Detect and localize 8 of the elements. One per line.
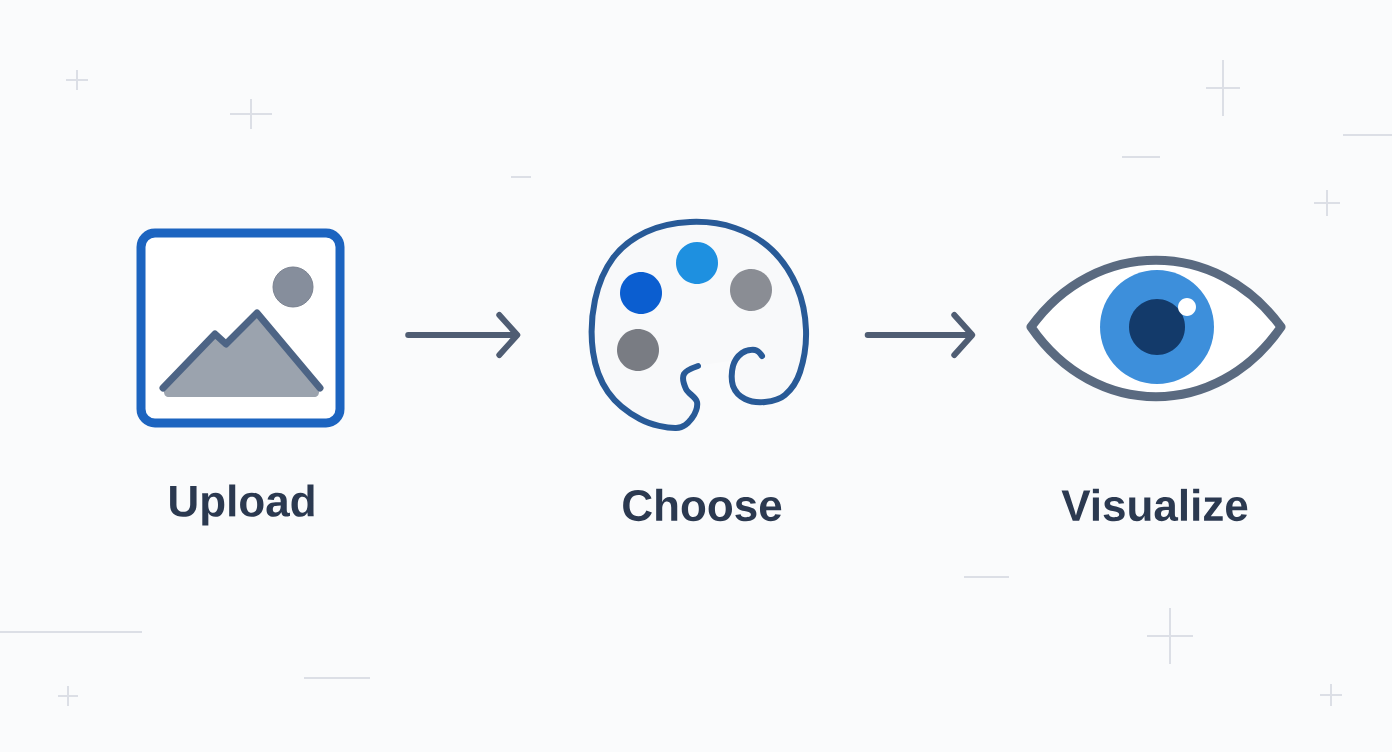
palette-icon [588, 218, 810, 431]
eye-icon [1026, 255, 1286, 402]
step-label: Choose [623, 488, 782, 522]
arrow [864, 312, 976, 358]
image-icon [136, 228, 345, 428]
step-label: Upload [170, 484, 314, 526]
step-label: Visualize [1061, 488, 1248, 522]
arrow [405, 312, 521, 358]
